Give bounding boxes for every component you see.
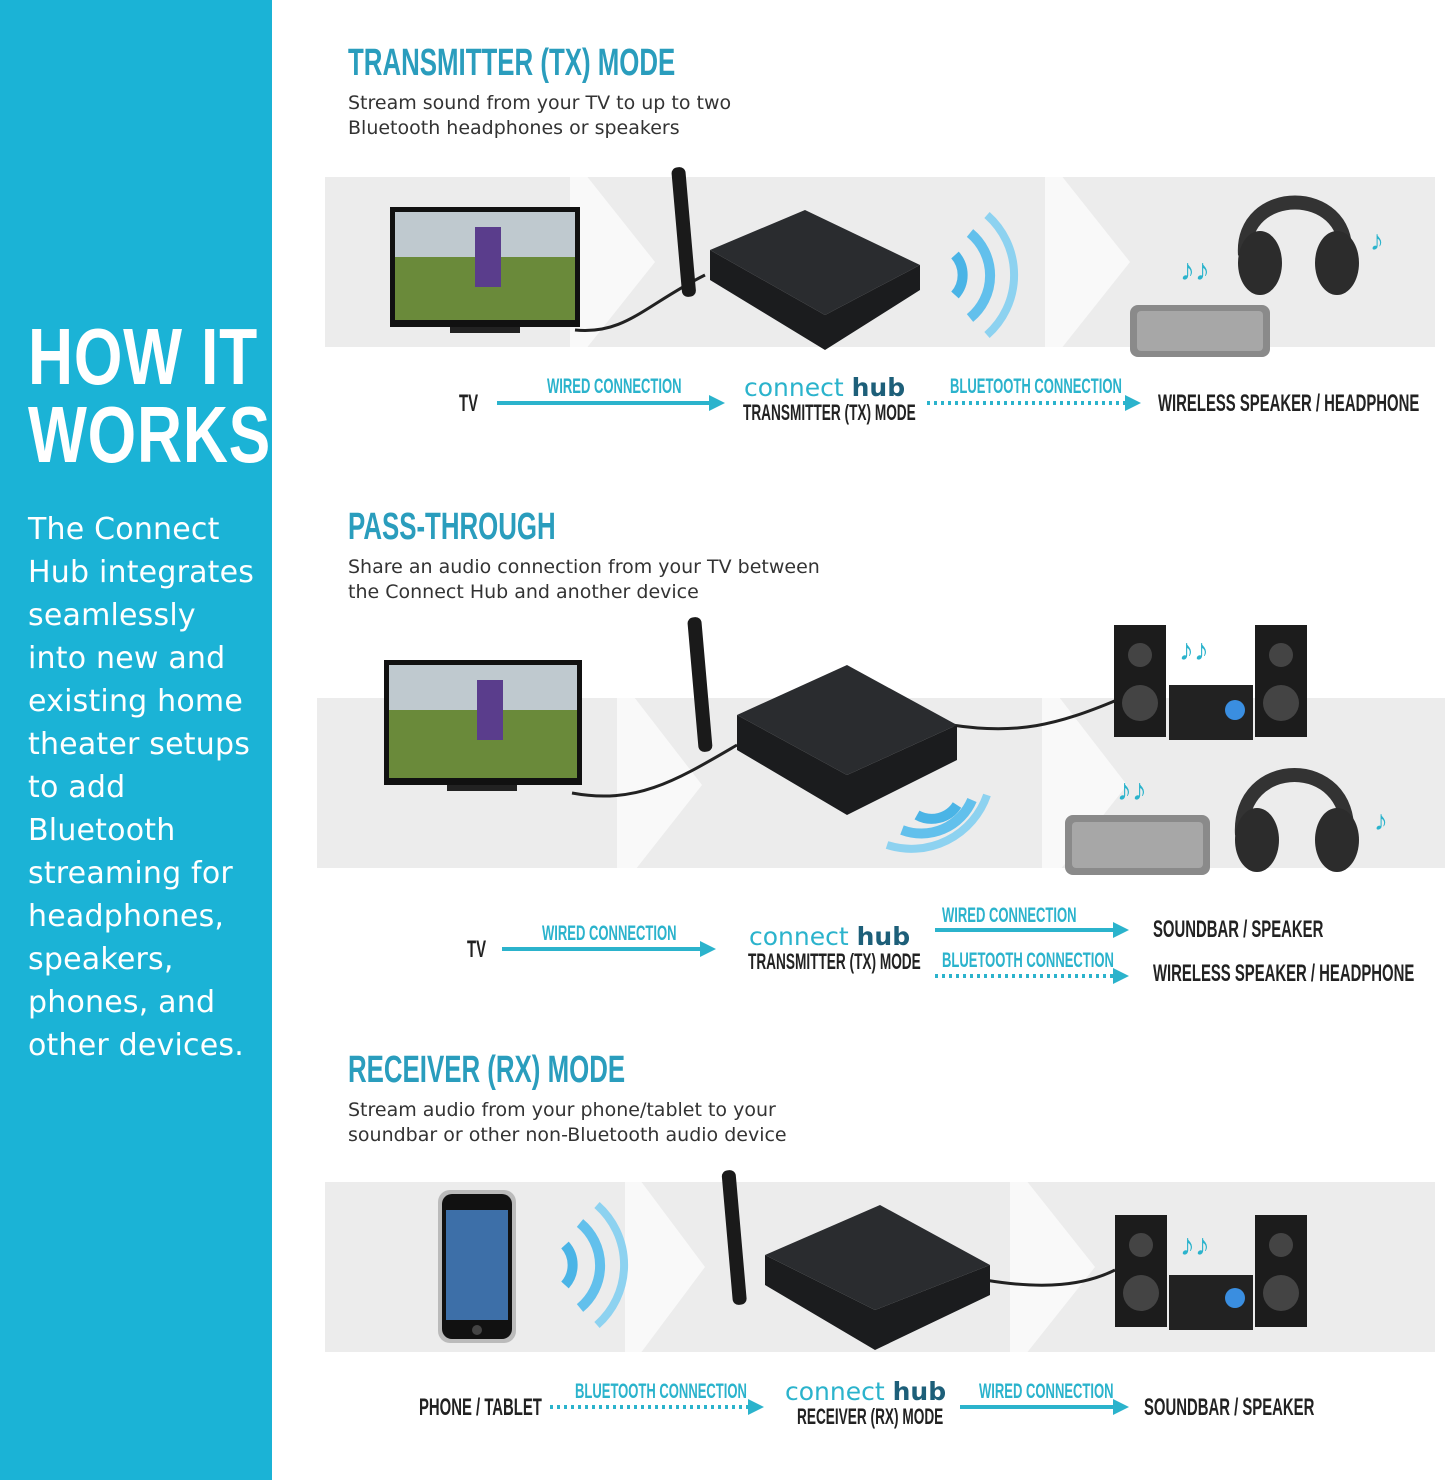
flow-link-label: BLUETOOTH CONNECTION xyxy=(575,1380,747,1403)
music-note-icon: ♪ xyxy=(1374,805,1388,836)
hub-mode: TRANSMITTER (TX) MODE xyxy=(748,949,921,974)
cable xyxy=(984,1268,1116,1287)
music-note-icon: ♪♪ xyxy=(1180,1229,1210,1262)
wired-arrow xyxy=(935,922,1129,938)
section-subtitle-pass: Share an audio connection from your TV b… xyxy=(348,556,820,603)
music-note-icon: ♪♪ xyxy=(1180,254,1210,287)
connect-hub-device xyxy=(671,167,920,350)
wired-arrow xyxy=(497,395,725,411)
diagram-pass: ♪♪ ♪♪ ♪ xyxy=(384,617,1388,893)
tv-icon xyxy=(390,207,580,333)
hub-mode: TRANSMITTER (TX) MODE xyxy=(743,400,916,425)
diagram-tx: ♪♪ ♪ xyxy=(390,155,1384,369)
bluetooth-waves-icon xyxy=(561,1202,629,1328)
sidebar-text: The Connect Hub integrates seamlessly in… xyxy=(28,512,255,1063)
section-title-tx: TRANSMITTER (TX) MODE xyxy=(348,42,676,84)
bluetooth-dotted-arrow xyxy=(935,968,1129,984)
section-title-rx: RECEIVER (RX) MODE xyxy=(348,1049,626,1091)
bluetooth-dotted-arrow xyxy=(927,395,1141,411)
connect-hub-device xyxy=(721,1170,990,1350)
flow-target: SOUNDBAR / SPEAKER xyxy=(1144,1394,1315,1421)
flow-target: WIRELESS SPEAKER / HEADPHONE xyxy=(1153,960,1415,987)
music-note-icon: ♪♪ xyxy=(1179,634,1209,667)
stereo-system-icon xyxy=(1115,1215,1307,1330)
sidebar: HOW IT WORKS The Connect Hub integrates … xyxy=(0,0,272,1480)
flow-source: PHONE / TABLET xyxy=(419,1394,542,1421)
flow-link-label: BLUETOOTH CONNECTION xyxy=(942,949,1114,972)
music-note-icon: ♪ xyxy=(1370,225,1384,256)
flow-link-label: WIRED CONNECTION xyxy=(979,1380,1114,1403)
cable xyxy=(951,698,1118,731)
bluetooth-waves-icon xyxy=(885,793,991,853)
headphones-icon xyxy=(1237,195,1359,295)
wired-arrow xyxy=(960,1399,1129,1415)
chevron-arrow xyxy=(570,155,655,369)
bluetooth-dotted-arrow xyxy=(550,1399,764,1415)
section-title-pass: PASS-THROUGH xyxy=(348,506,556,548)
section-subtitle-rx: Stream audio from your phone/tablet to y… xyxy=(348,1099,787,1146)
music-note-icon: ♪♪ xyxy=(1117,774,1147,807)
phone-icon xyxy=(438,1190,516,1343)
headphones-icon xyxy=(1234,768,1359,872)
hub-mode: RECEIVER (RX) MODE xyxy=(797,1404,944,1429)
chevron-arrow xyxy=(625,1160,705,1374)
chevron-arrow xyxy=(1045,155,1130,369)
speaker-icon xyxy=(1065,815,1210,875)
flow-source: TV xyxy=(467,936,487,963)
flow-link-label: BLUETOOTH CONNECTION xyxy=(950,375,1122,398)
wired-arrow xyxy=(502,941,716,957)
chevron-arrow xyxy=(1042,675,1127,893)
speaker-icon xyxy=(1130,305,1270,357)
flow-link-label: WIRED CONNECTION xyxy=(547,375,682,398)
diagram-rx: ♪♪ xyxy=(438,1160,1307,1374)
connect-hub-device xyxy=(687,617,957,815)
bluetooth-waves-icon xyxy=(951,212,1019,338)
chevron-arrow xyxy=(1010,1160,1095,1374)
sidebar-heading: HOW IT WORKS xyxy=(28,312,272,479)
tv-icon xyxy=(384,660,582,791)
flow-source: TV xyxy=(459,390,479,417)
flow-target: SOUNDBAR / SPEAKER xyxy=(1153,916,1324,943)
flow-link-label: WIRED CONNECTION xyxy=(542,922,677,945)
flow-link-label: WIRED CONNECTION xyxy=(942,904,1077,927)
stereo-system-icon xyxy=(1114,625,1307,740)
cable xyxy=(571,743,738,798)
connect-hub-logo: connect hub xyxy=(744,373,906,402)
connect-hub-logo: connect hub xyxy=(749,922,911,951)
flow-target: WIRELESS SPEAKER / HEADPHONE xyxy=(1158,390,1420,417)
section-subtitle-tx: Stream sound from your TV to up to two B… xyxy=(348,92,732,139)
connect-hub-logo: connect hub xyxy=(785,1377,947,1406)
